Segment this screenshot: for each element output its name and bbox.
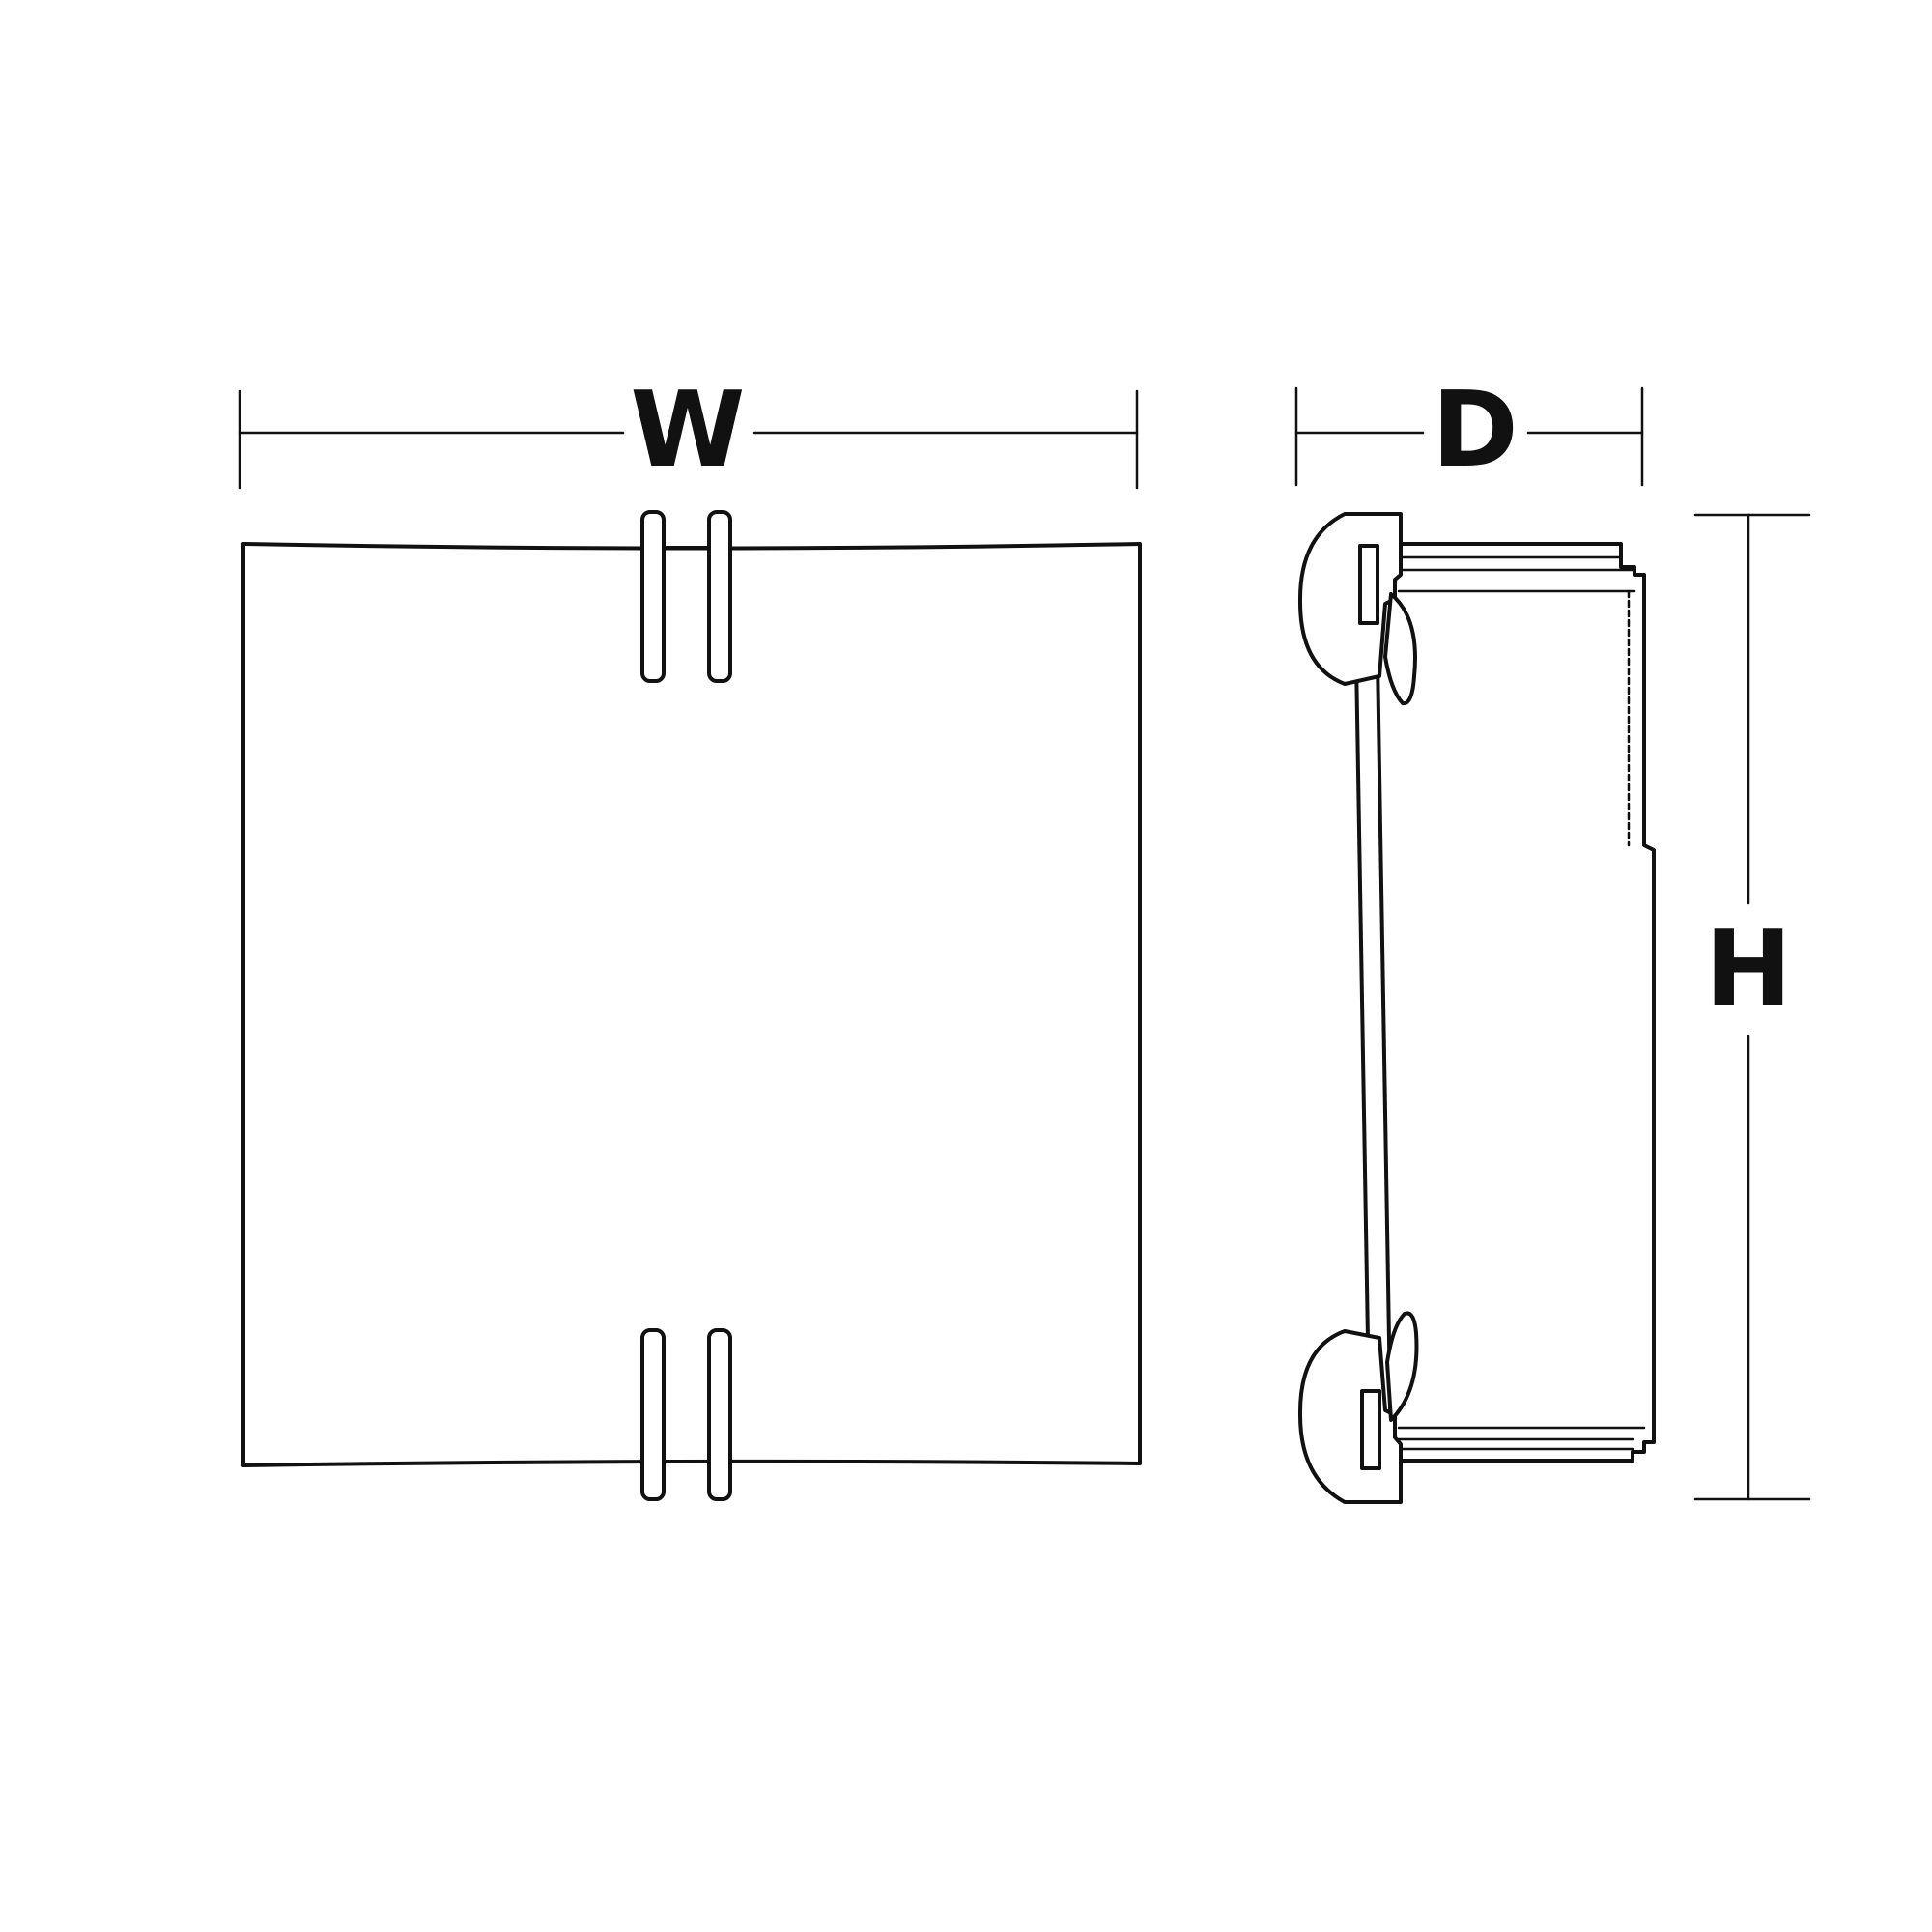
front-view [242,510,1142,1501]
side-top-spring-clip [1383,592,1417,706]
top-clip-right [707,510,732,683]
depth-dimension: D [1294,370,1644,491]
width-dimension: W [238,370,1139,491]
side-bottom-spring-clip [1385,1311,1419,1422]
side-bottom-cap-slot [1360,1389,1381,1470]
side-view [1297,512,1656,1504]
bottom-clip-right [707,1328,732,1501]
bottom-clip-left [640,1328,666,1501]
top-clip-left [640,510,666,683]
front-shade-panel [242,542,1142,1467]
height-label: H [1705,909,1792,1030]
height-dimension: H [1693,513,1811,1501]
side-back-box [1397,542,1656,1463]
depth-label: D [1432,370,1519,491]
side-top-cap-slot [1358,544,1379,625]
width-label: W [630,370,745,491]
